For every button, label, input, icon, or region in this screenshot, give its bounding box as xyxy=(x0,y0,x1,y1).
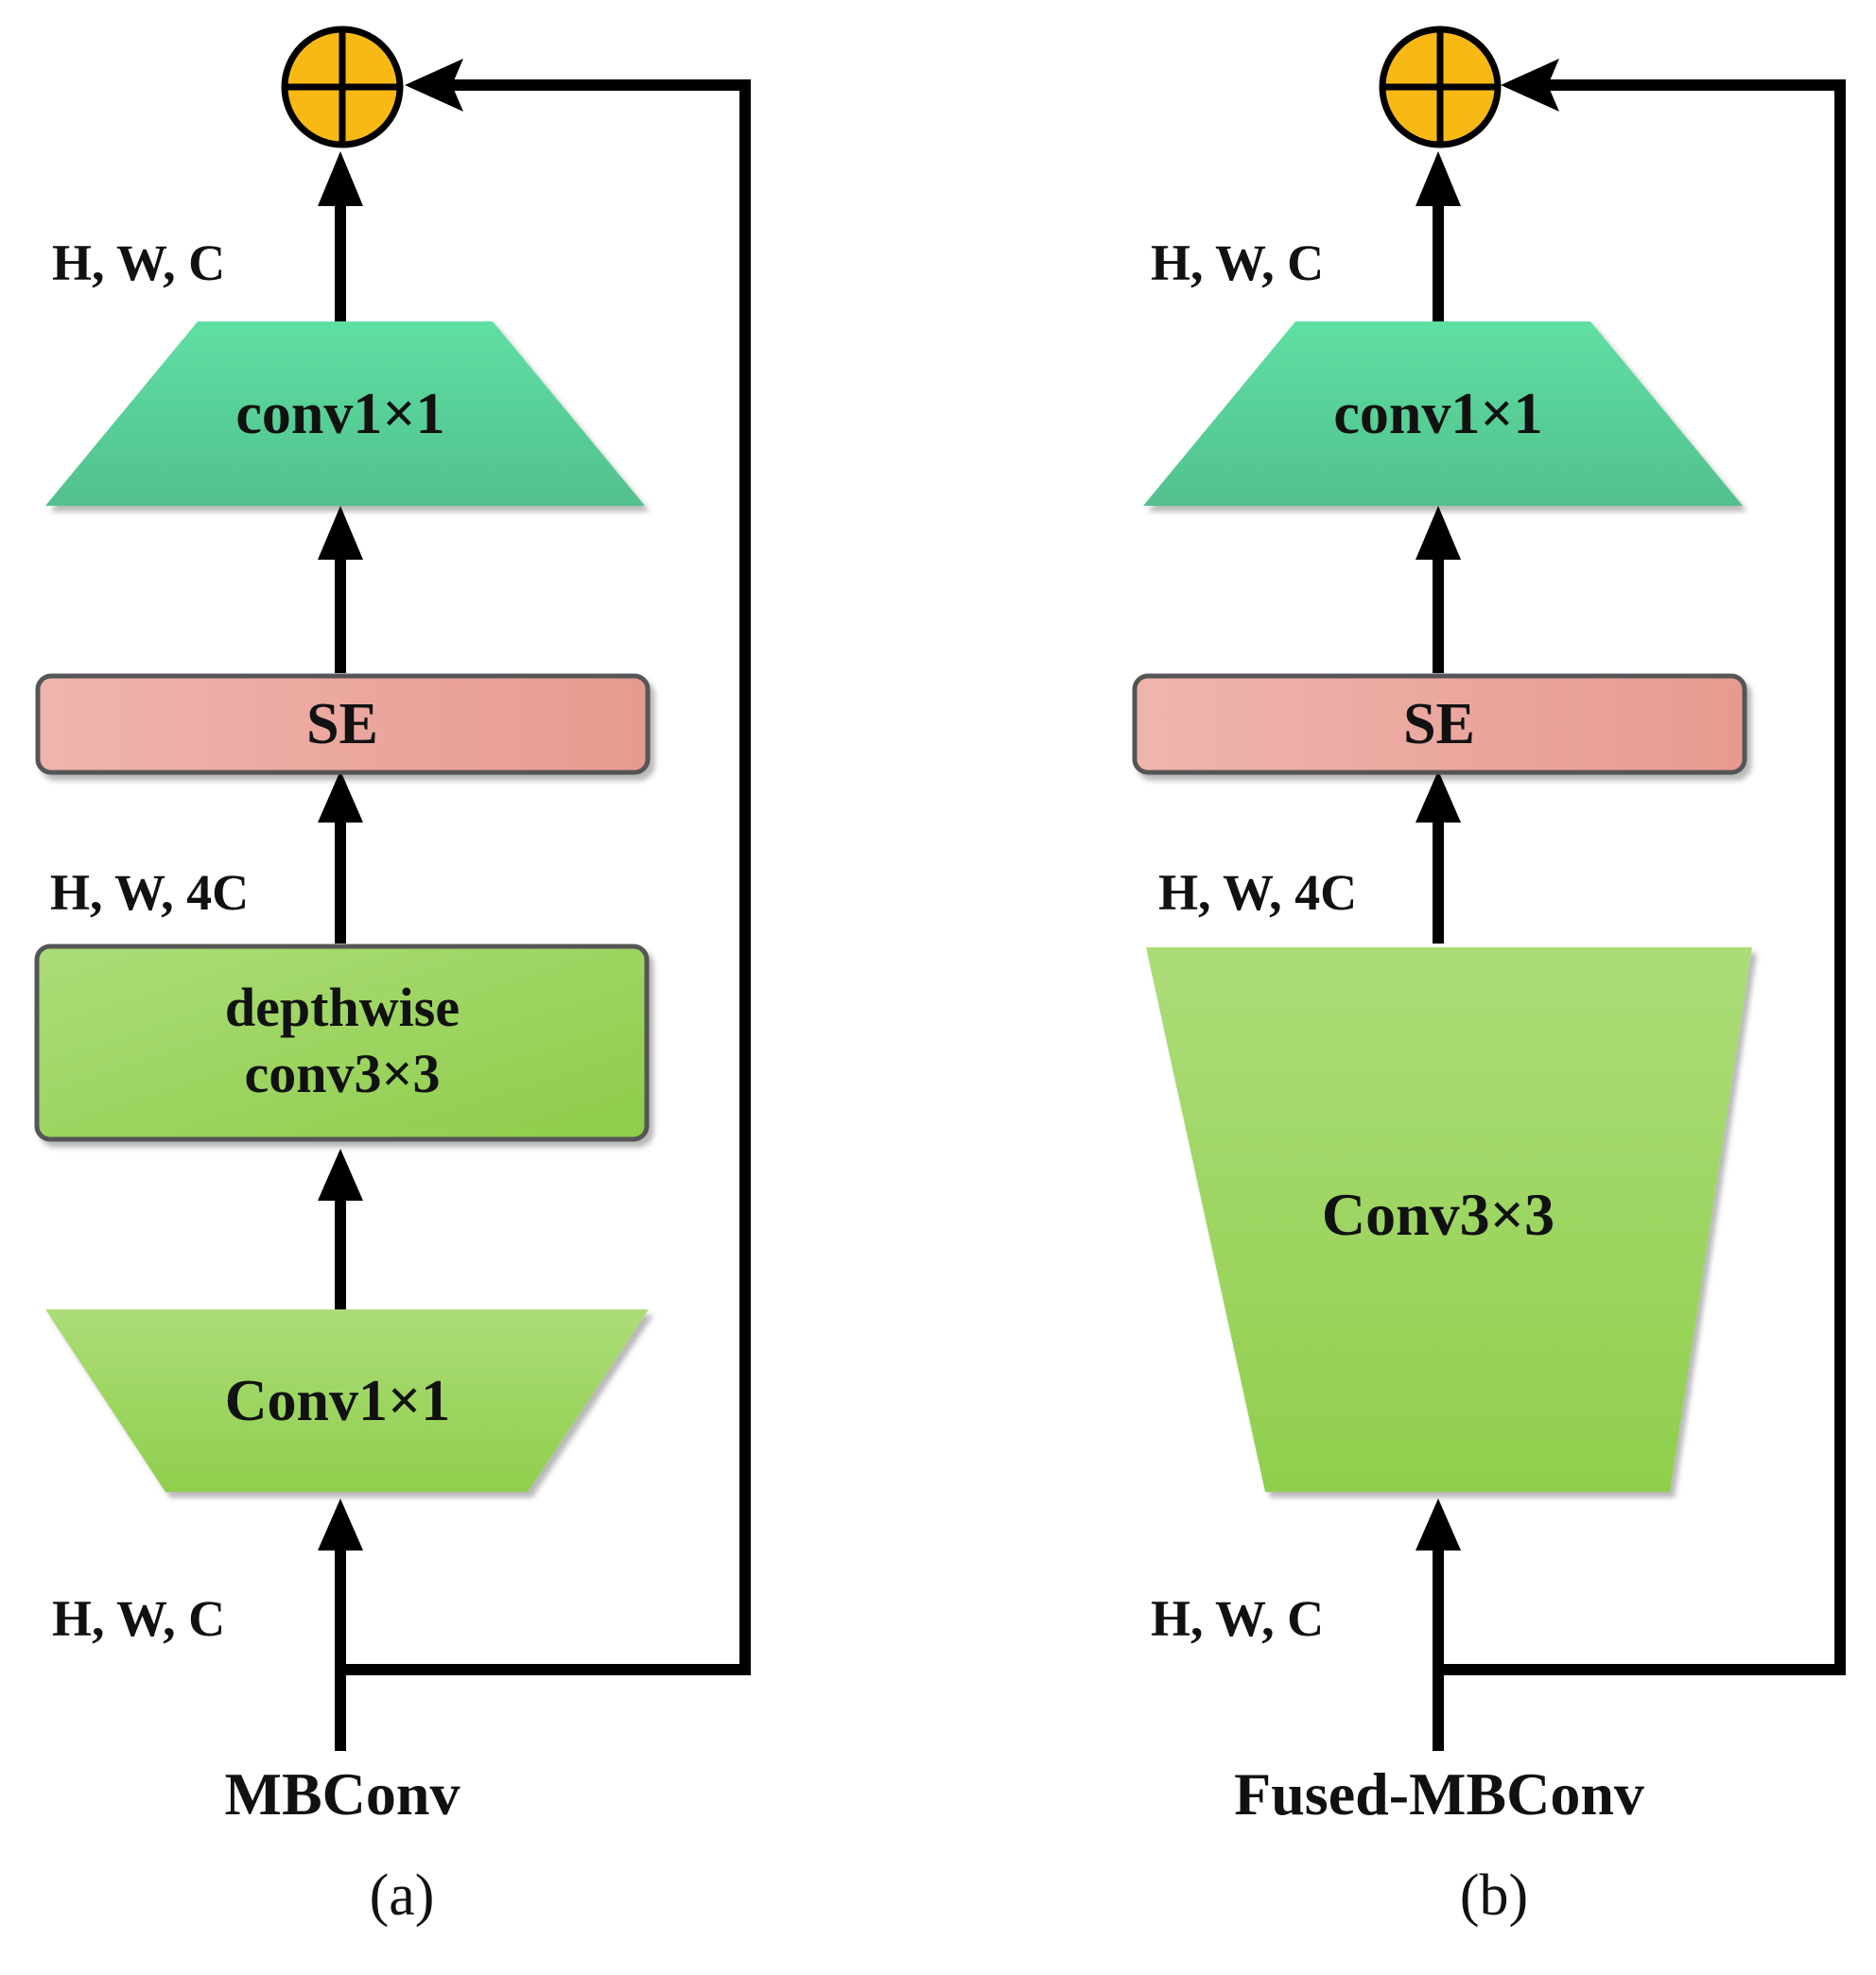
adder-icon-a xyxy=(281,26,404,148)
dim-input-label-b: H, W, C xyxy=(1151,1590,1324,1647)
depthwise-conv-block-a xyxy=(34,944,650,1142)
depthwise-label-line1-a: depthwise xyxy=(225,977,460,1038)
panel-b: conv1×1 SE Conv3×3 H, W, C H, W, 4C H, W… xyxy=(1132,26,1846,1928)
arrowhead-into-expand-a xyxy=(318,1499,363,1551)
block-name-b: Fused-MBConv xyxy=(1234,1760,1644,1828)
expand-conv-label-a: Conv1×1 xyxy=(225,1369,451,1433)
residual-skip-path-a xyxy=(340,79,751,1675)
skip-arrowhead-b xyxy=(1501,59,1559,112)
se-block-a xyxy=(35,673,651,775)
project-conv-block-b xyxy=(1143,321,1743,506)
arrowhead-into-project-a xyxy=(318,506,363,560)
se-label-b: SE xyxy=(1403,692,1475,756)
se-label-a: SE xyxy=(306,692,378,756)
project-conv-label-a: conv1×1 xyxy=(235,382,444,446)
depthwise-label-line2-a: conv3×3 xyxy=(244,1043,440,1104)
residual-skip-path-b xyxy=(1438,79,1846,1675)
adder-icon-b xyxy=(1379,26,1502,148)
fused-conv-block-b xyxy=(1146,947,1752,1492)
project-conv-block-a xyxy=(45,321,645,506)
project-conv-label-b: conv1×1 xyxy=(1333,382,1542,446)
dim-mid-label-a: H, W, 4C xyxy=(50,864,249,921)
panel-a: conv1×1 SE depthwise conv3×3 Conv1×1 H, … xyxy=(34,26,751,1928)
dim-mid-label-b: H, W, 4C xyxy=(1158,864,1357,921)
arrowhead-into-se-b xyxy=(1416,771,1461,823)
dim-output-label-a: H, W, C xyxy=(52,234,225,291)
se-block-b xyxy=(1132,673,1747,775)
block-name-a: MBConv xyxy=(225,1760,460,1828)
arrowhead-into-adder-b xyxy=(1416,151,1461,206)
arrowhead-into-dw-a xyxy=(318,1149,363,1201)
arrowhead-into-se-a xyxy=(318,771,363,823)
dim-output-label-b: H, W, C xyxy=(1151,234,1324,291)
skip-arrowhead-a xyxy=(405,59,463,112)
dim-input-label-a: H, W, C xyxy=(52,1590,225,1647)
expand-conv-block-a xyxy=(45,1309,649,1492)
arrowhead-into-project-b xyxy=(1416,506,1461,560)
arrowhead-into-adder-a xyxy=(318,151,363,206)
caption-a: (a) xyxy=(370,1863,435,1928)
caption-b: (b) xyxy=(1460,1863,1528,1928)
arrowhead-into-fused-b xyxy=(1416,1499,1461,1551)
fused-conv-label-b: Conv3×3 xyxy=(1322,1181,1555,1248)
